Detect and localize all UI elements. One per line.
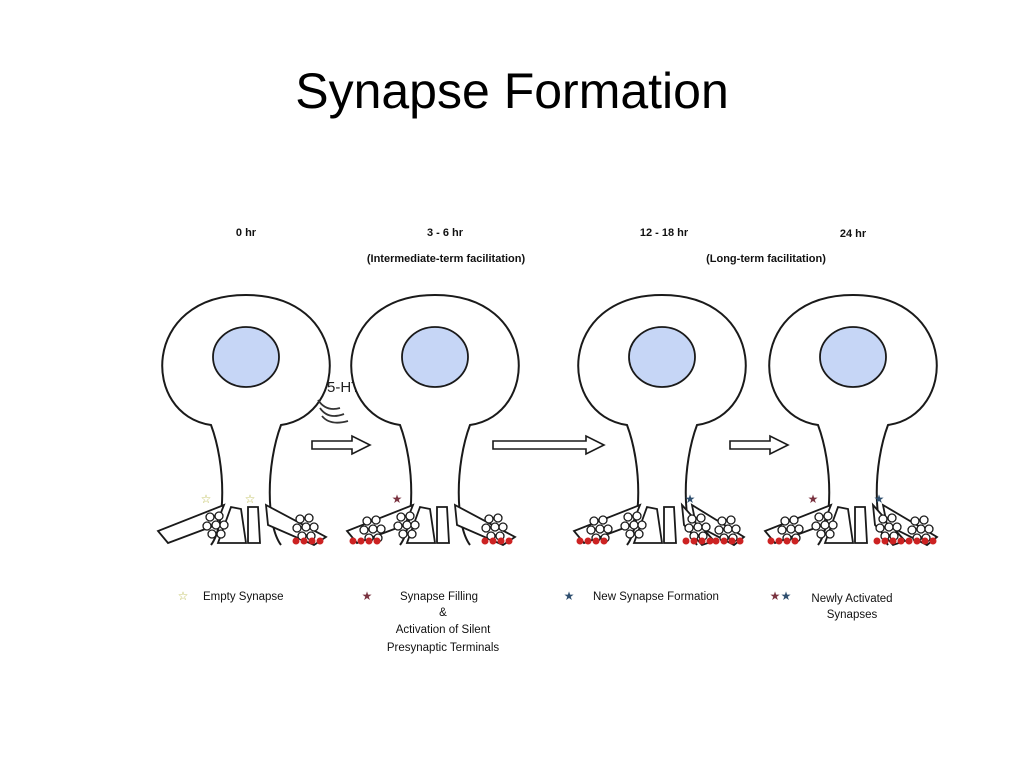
serotonin-signal: 5-HT (317, 379, 360, 424)
legend-item-new-synapse-formation: ★ New Synapse Formation (564, 589, 719, 603)
legend-item-synapse-filling: ★ Synapse Filling & Activation of Silent… (362, 589, 500, 654)
time-label-3-6hr: 3 - 6 hr (427, 227, 464, 239)
nucleus (401, 326, 469, 388)
stimulus-label: 5-HT (327, 379, 360, 396)
legend: ☆ Empty Synapse ★ Synapse Filling & Acti… (178, 589, 893, 654)
new-synapse-star-icon: ★ (781, 589, 792, 603)
nucleus (628, 326, 696, 388)
synapse-filling-star-icon: ★ (362, 589, 373, 603)
legend-text: Empty Synapse (203, 591, 284, 603)
neuron-12-18hr: ★ (572, 294, 747, 547)
synapse-filling-star-icon: ★ (808, 492, 819, 506)
legend-text: Newly Activated (811, 593, 892, 605)
arrow-icon (492, 434, 606, 456)
slide-title: Synapse Formation (295, 63, 729, 119)
neuron-24hr: ★ ★ (763, 294, 939, 547)
new-synapse-star-icon: ★ (874, 492, 885, 506)
legend-item-empty-synapse: ☆ Empty Synapse (178, 589, 284, 603)
legend-item-newly-activated: ★ ★ Newly Activated Synapses (770, 589, 893, 621)
nucleus (819, 326, 887, 388)
phase-label-intermediate: (Intermediate-term facilitation) (367, 253, 526, 265)
time-label-0hr: 0 hr (236, 227, 257, 239)
neuron-3-6hr: ★ (345, 294, 520, 547)
legend-text: Activation of Silent (396, 624, 491, 636)
arrow-icon (729, 434, 790, 456)
legend-text: Presynaptic Terminals (387, 642, 500, 654)
new-synapse-star-icon: ★ (685, 492, 696, 506)
empty-synapse-star-icon: ☆ (201, 492, 212, 506)
legend-text: Synapses (827, 609, 878, 621)
synapse-filling-star-icon: ★ (770, 589, 781, 603)
nucleus (212, 326, 280, 388)
arrow-icon (311, 434, 372, 456)
new-synapse-star-icon: ★ (564, 589, 575, 603)
phase-label-long-term: (Long-term facilitation) (706, 253, 826, 265)
legend-text: Synapse Filling (400, 591, 478, 603)
legend-text: & (439, 607, 447, 619)
time-label-24hr: 24 hr (840, 228, 867, 240)
neuron-0hr: ☆ ☆ (156, 294, 331, 547)
legend-text: New Synapse Formation (593, 591, 719, 603)
synapse-filling-star-icon: ★ (392, 492, 403, 506)
empty-synapse-star-icon: ☆ (245, 492, 256, 506)
empty-synapse-star-icon: ☆ (178, 589, 189, 603)
time-label-12-18hr: 12 - 18 hr (640, 227, 689, 239)
